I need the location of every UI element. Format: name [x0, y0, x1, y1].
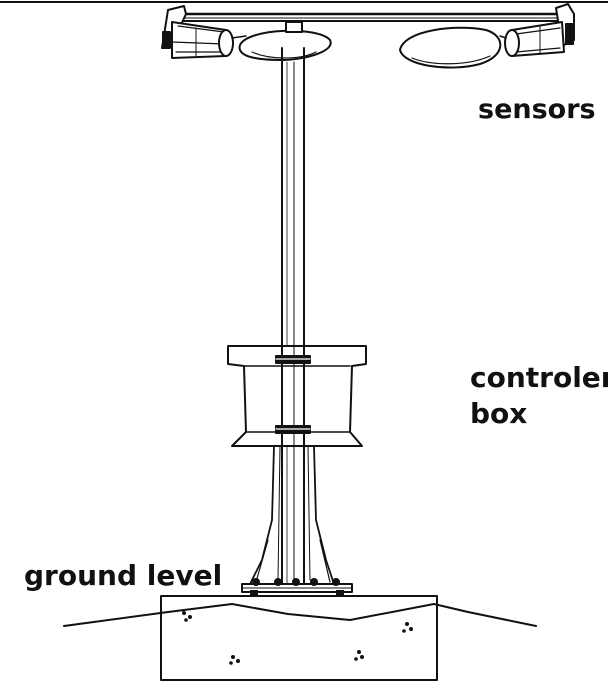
controller-box	[227, 345, 367, 447]
right-sensor-lens	[399, 26, 502, 69]
ground-level-label: ground level	[24, 559, 223, 592]
ground-line	[63, 603, 537, 627]
base-plate	[241, 578, 353, 596]
left-sensor	[161, 5, 247, 59]
left-sensor-lens	[238, 29, 332, 61]
aggregate-dots	[182, 611, 413, 665]
main-pole	[281, 47, 305, 591]
sensor-crossbar	[176, 12, 564, 22]
conduit-bracket	[249, 445, 335, 585]
concrete-foundation	[160, 595, 438, 681]
controller-box-label: controler box	[470, 361, 608, 430]
right-sensor	[499, 3, 575, 57]
pole-cap	[285, 21, 303, 33]
sensors-label: sensors	[478, 94, 596, 125]
